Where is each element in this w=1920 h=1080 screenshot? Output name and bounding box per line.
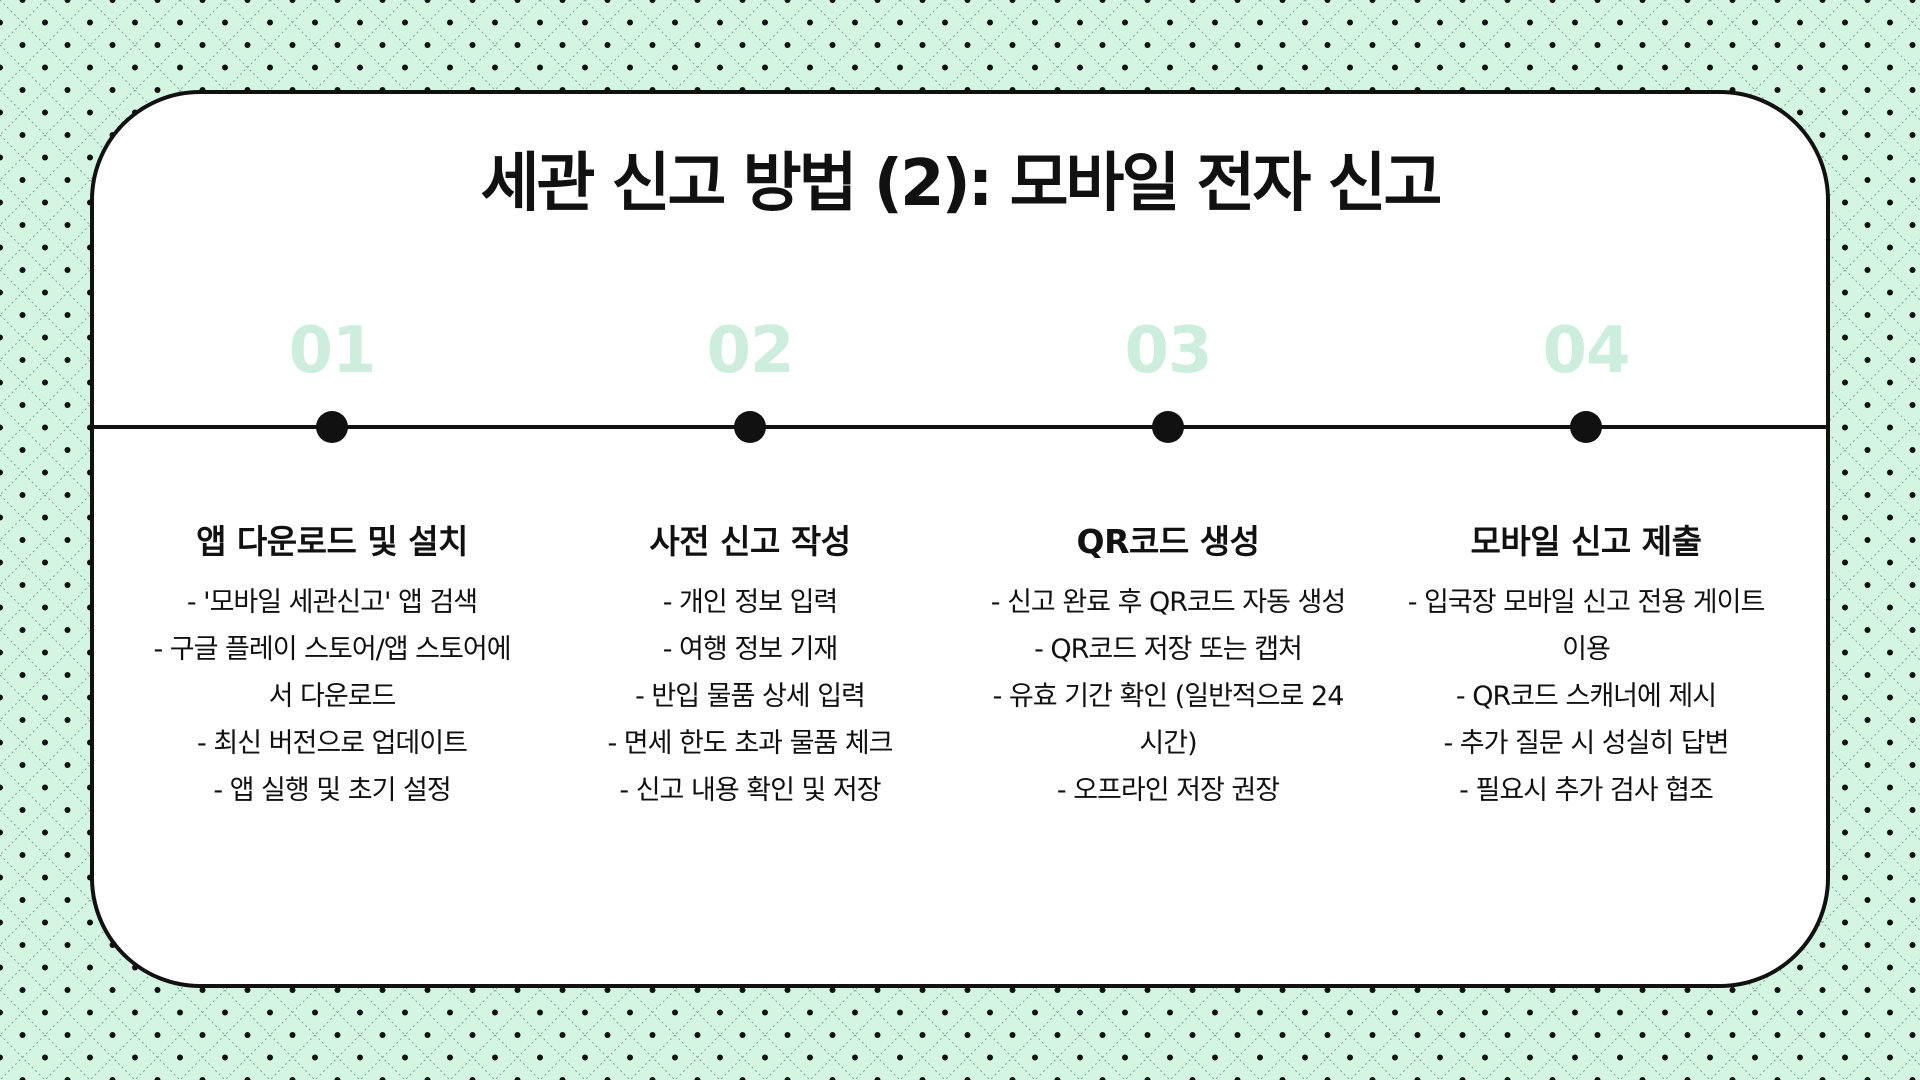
step-description-line: - 개인 정보 입력 bbox=[662, 586, 839, 618]
step-description-line: - 추가 질문 시 성실히 답변 bbox=[1443, 727, 1729, 759]
step-dot-1 bbox=[316, 411, 348, 443]
step-2: 사전 신고 작성 - 개인 정보 입력 - 여행 정보 기재 - 반입 물품 상세 … bbox=[565, 520, 935, 814]
step-dot-4 bbox=[1570, 411, 1602, 443]
step-description-2: - 개인 정보 입력 - 여행 정보 기재 - 반입 물품 상세 입력 - 면세 한도… bbox=[565, 579, 935, 814]
step-description-line: - 유효 기간 확인 (일반적으로 24시간) bbox=[992, 680, 1345, 759]
step-heading-4: 모바일 신고 제출 bbox=[1470, 522, 1703, 561]
step-description-line: - 면세 한도 초과 물품 체크 bbox=[607, 727, 893, 759]
step-dot-2 bbox=[734, 411, 766, 443]
step-description-line: - 구글 플레이 스토어/앱 스토어에서 다운로드 bbox=[153, 633, 511, 712]
step-description-line: - QR코드 스캐너에 제시 bbox=[1455, 680, 1717, 712]
step-description-line: - 최신 버전으로 업데이트 bbox=[197, 727, 468, 759]
step-4: 모바일 신고 제출 - 입국장 모바일 신고 전용 게이트 이용 - QR코드 스… bbox=[1401, 520, 1771, 814]
step-heading-3: QR코드 생성 bbox=[1076, 522, 1260, 561]
step-description-3: - 신고 완료 후 QR코드 자동 생성 - QR코드 저장 또는 캡처 - 유효 … bbox=[983, 579, 1353, 814]
step-number-4: 04 bbox=[1542, 314, 1630, 388]
step-heading-1: 앱 다운로드 및 설치 bbox=[196, 522, 468, 561]
step-description-4: - 입국장 모바일 신고 전용 게이트 이용 - QR코드 스캐너에 제시 - 추가… bbox=[1401, 579, 1771, 814]
step-description-line: - 앱 실행 및 초기 설정 bbox=[213, 774, 451, 806]
step-number-2: 02 bbox=[706, 314, 794, 388]
step-description-line: - '모바일 세관신고' 앱 검색 bbox=[186, 586, 478, 618]
step-description-line: - 신고 완료 후 QR코드 자동 생성 bbox=[990, 586, 1347, 618]
step-3: QR코드 생성 - 신고 완료 후 QR코드 자동 생성 - QR코드 저장 또는… bbox=[983, 520, 1353, 814]
step-number-1: 01 bbox=[288, 314, 376, 388]
step-description-line: - 신고 내용 확인 및 저장 bbox=[619, 774, 881, 806]
step-description-line: - 반입 물품 상세 입력 bbox=[635, 680, 866, 712]
step-description-line: - QR코드 저장 또는 캡처 bbox=[1034, 633, 1303, 665]
step-description-line: - 입국장 모바일 신고 전용 게이트 이용 bbox=[1407, 586, 1766, 665]
step-number-3: 03 bbox=[1124, 314, 1212, 388]
page-title: 세관 신고 방법 (2): 모바일 전자 신고 bbox=[480, 147, 1443, 221]
step-description-line: - 여행 정보 기재 bbox=[662, 633, 839, 665]
step-dot-3 bbox=[1152, 411, 1184, 443]
timeline-line bbox=[94, 425, 1826, 429]
step-description-line: - 필요시 추가 검사 협조 bbox=[1459, 774, 1714, 806]
step-description-1: - '모바일 세관신고' 앱 검색 - 구글 플레이 스토어/앱 스토어에서 다운… bbox=[147, 579, 517, 814]
content-card bbox=[90, 90, 1830, 988]
step-heading-2: 사전 신고 작성 bbox=[649, 522, 851, 561]
step-1: 앱 다운로드 및 설치 - '모바일 세관신고' 앱 검색 - 구글 플레이 스토… bbox=[147, 520, 517, 814]
step-description-line: - 오프라인 저장 권장 bbox=[1056, 774, 1280, 806]
